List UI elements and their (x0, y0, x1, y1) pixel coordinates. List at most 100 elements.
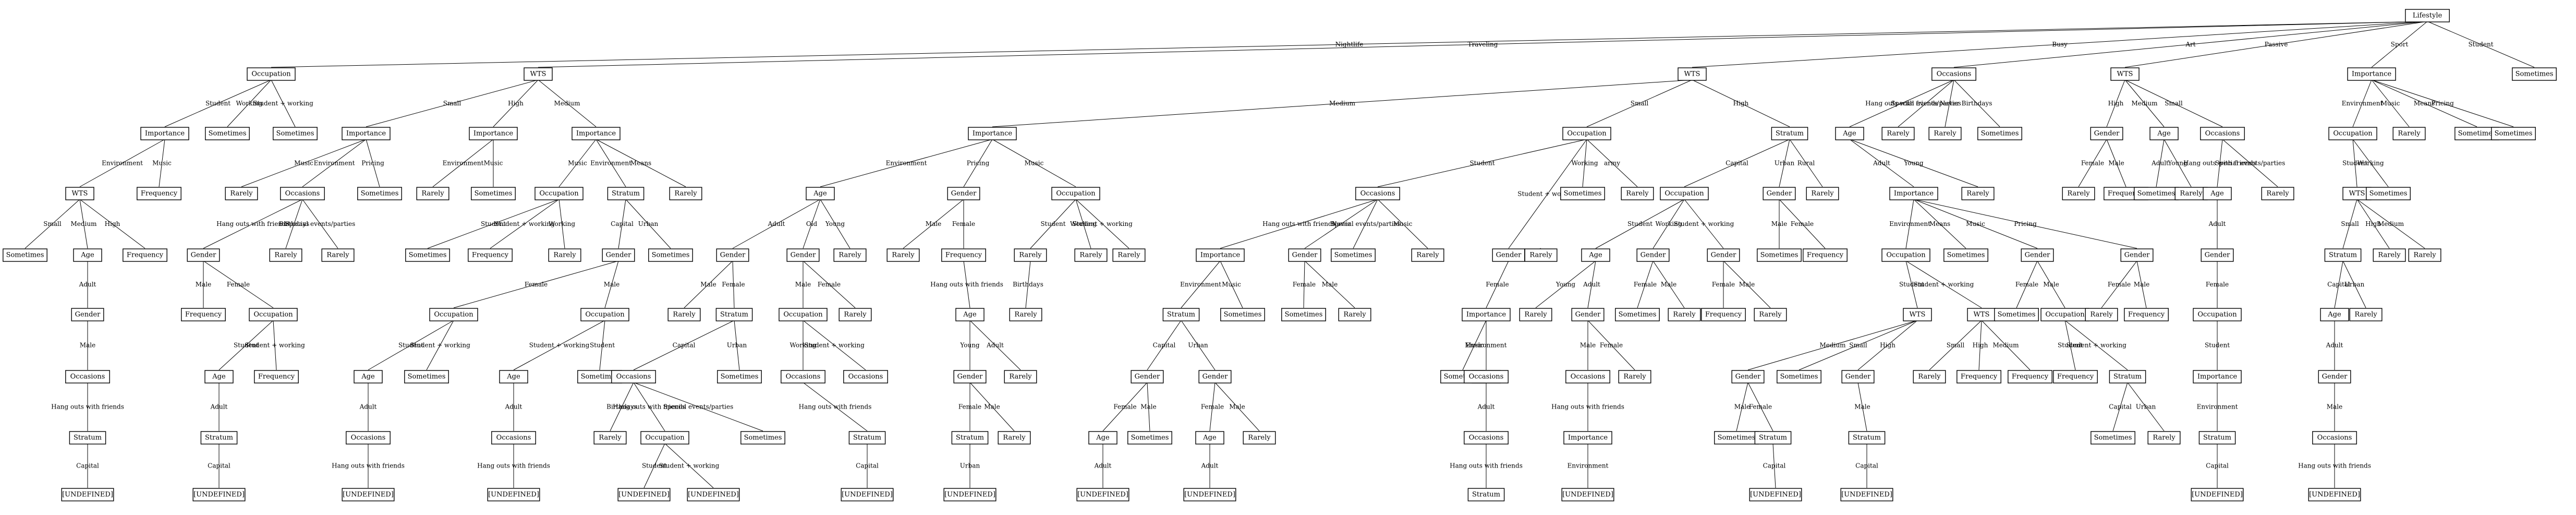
node-label: Age (2327, 311, 2341, 319)
tree-edge (596, 139, 626, 187)
node-label: Rarely (2413, 251, 2436, 259)
node-label: Rarely (1673, 311, 1696, 319)
tree-edge (1102, 382, 1148, 432)
node-box (602, 248, 635, 262)
edge-label: Birthdays (1013, 281, 1043, 288)
tree-node: Occupation (1051, 187, 1100, 200)
tree-edge (285, 199, 303, 249)
edge-label: Small (443, 100, 461, 107)
tree-edge (2064, 320, 2128, 370)
node-label: Age (361, 373, 375, 381)
node-label: Importance (2197, 373, 2237, 381)
node-box (1519, 308, 1552, 321)
tree-edge (1181, 320, 1216, 370)
tree-node: Rarely (2408, 248, 2441, 262)
edge-label: Adult (986, 342, 1004, 349)
node-label: Sometimes (721, 373, 759, 381)
edge-label: Pricing (2431, 100, 2454, 107)
edge-label: Capital (1726, 160, 1748, 167)
tree-node: Sometimes (2366, 187, 2411, 200)
tree-edge (302, 199, 338, 249)
node-label: Rarely (1934, 130, 1957, 138)
node-box (2193, 308, 2242, 321)
tree-edge (538, 79, 597, 127)
node-label: Lifestyle (2413, 12, 2443, 20)
edge-label: Environment (1466, 342, 1507, 349)
edge-label: Hang outs with friends (51, 403, 124, 411)
tree-edge (273, 320, 277, 370)
node-label: Sometimes (2094, 434, 2132, 442)
tree-edge (2217, 139, 2223, 187)
tree-edge (1637, 260, 1654, 308)
tree-edge (1652, 260, 1685, 308)
node-box (491, 431, 536, 445)
edge-label: Male (1739, 281, 1755, 288)
edge-label: Music (1222, 281, 1241, 288)
node-box (2008, 370, 2052, 384)
tree-node: Stratum (1771, 127, 1808, 140)
tree-node: WTS (1967, 308, 1996, 321)
tree-edge (203, 260, 274, 308)
edge-label: Hang outs with friends (930, 281, 1003, 288)
edge-label: High (105, 220, 120, 227)
edge-label: High (2108, 100, 2124, 107)
edge-label: Student (1627, 220, 1652, 227)
tree-node: Stratum (2198, 431, 2236, 445)
tree-node: Sometimes (1714, 431, 1759, 445)
node-box (1615, 308, 1660, 321)
node-label: Rarely (1759, 311, 1782, 319)
tree-node: Rarely (1014, 248, 1047, 262)
node-label: Occupation (1664, 190, 1704, 198)
tree-edge (1747, 382, 1773, 432)
edge-label: Female (2108, 281, 2131, 288)
edge-label: Female (952, 220, 975, 227)
node-box (1131, 370, 1164, 384)
tree-edge (2078, 139, 2107, 187)
edge-label: Rural (1797, 160, 1815, 167)
edge-label: Hang outs with friends (613, 403, 686, 411)
tree-node: Age (806, 187, 835, 200)
edge-label: Small (43, 220, 62, 227)
node-box (2110, 67, 2140, 81)
edge-label: Male (700, 281, 716, 288)
edge-label: Young (959, 342, 980, 349)
edge-label: Young (1903, 160, 1924, 167)
node-label: Sometimes (209, 130, 247, 138)
node-label: Rarely (1626, 190, 1649, 198)
node-label: Rarely (2067, 190, 2090, 198)
node-label: Importance (346, 130, 386, 138)
tree-edge (820, 199, 850, 249)
tree-edge (1723, 260, 1771, 308)
tree-node: WTS (1903, 308, 1932, 321)
tree-edge (241, 139, 367, 187)
node-label: Occasions (786, 373, 821, 381)
node-box (1563, 431, 1612, 445)
tree-node: Gender (947, 187, 980, 200)
tree-edge (820, 139, 993, 187)
edge-label: Young (1556, 281, 1576, 288)
tree-node: Occupation (249, 308, 298, 321)
node-box (1051, 187, 1100, 200)
tree-node: Sometimes (1331, 248, 1376, 262)
tree-node: Rarely (1338, 308, 1371, 321)
tree-node: Occasions (611, 370, 656, 384)
node-box (839, 308, 872, 321)
edge-label: Small (1631, 100, 1649, 107)
edge-label: Student (642, 462, 667, 470)
node-box (1524, 248, 1558, 262)
node-box (273, 127, 318, 140)
edge-label: Student + working (1914, 281, 1974, 288)
node-box (1355, 187, 1400, 200)
tree-node: Importance (572, 127, 621, 140)
edge-label: Art (2185, 41, 2195, 48)
tree-node: Importance (342, 127, 391, 140)
tree-node: Age (1088, 431, 1117, 445)
tree-node: WTS (1678, 67, 1707, 81)
tree-node: Stratum (1162, 308, 1200, 321)
edge-label: Student (2058, 342, 2083, 349)
node-label: Importance (473, 130, 513, 138)
edge-label: Music (294, 160, 313, 167)
node-box (2392, 127, 2426, 140)
